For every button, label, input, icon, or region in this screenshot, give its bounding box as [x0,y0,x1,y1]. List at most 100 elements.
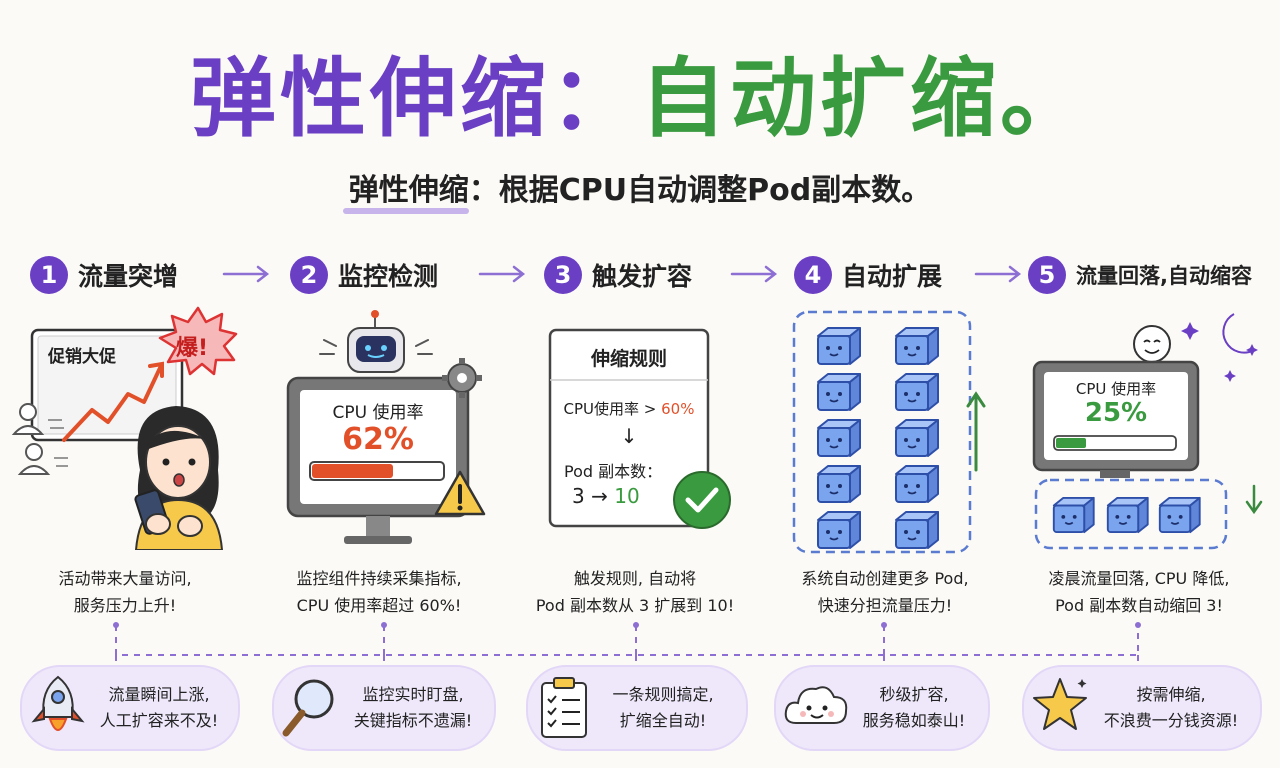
subtitle: 弹性伸缩：根据CPU自动调整Pod副本数。 [0,165,1280,209]
down-arrow-icon: ↓ [620,424,638,448]
step-label: 触发扩容 [592,262,693,291]
description-line: Pod 副本数自动缩回 3! [1055,596,1223,615]
step-number: 2 [290,256,328,294]
cloud-icon [784,686,848,724]
flow-arrow-icon [222,265,270,283]
users-icon [11,403,68,475]
cpu-usage-label: CPU 使用率 [332,403,424,423]
replicas-from: 3 [572,484,585,508]
description-line: Pod 副本数从 3 扩展到 10! [535,596,735,615]
pod-icon [817,419,861,457]
step-5-description: 凌晨流量回落, CPU 降低, Pod 副本数自动缩回 3! [1024,565,1254,619]
step-label: 自动扩展 [842,262,943,291]
benefit-bubble-5: 按需伸缩, 不浪费一分钱资源! [1022,665,1262,751]
flow-arrow-icon [974,265,1022,283]
step-number: 1 [30,256,68,294]
replicas-change: 3 → 10 [572,484,640,508]
pod-group-small [1052,496,1201,534]
step-number: 5 [1028,256,1066,294]
benefit-bubble-3: 一条规则搞定, 扩缩全自动! [526,665,748,751]
panel-scaling-rule: 伸缩规则 CPU使用率 > 60% ↓ Pod 副本数： 3 → 10 [540,300,760,560]
star-icon [1033,678,1087,730]
pod-icon [895,419,939,457]
subtitle-highlight: 弹性伸缩 [348,173,469,208]
bubble-text: 按需伸缩, 不浪费一分钱资源! [1088,682,1254,734]
bubble-line: 流量瞬间上涨, [108,685,210,704]
benefit-bubble-2: 监控实时盯盘, 关键指标不遗漏! [272,665,496,751]
pod-icon [895,327,939,365]
step-1-description: 活动带来大量访问, 服务压力上升! [10,565,240,619]
step-2: 2 监控检测 [290,255,438,295]
bubble-line: 不浪费一分钱资源! [1103,711,1239,730]
cpu-usage-bar-fill [1056,438,1086,448]
bubble-text: 流量瞬间上涨, 人工扩容来不及! [84,682,234,734]
replicas-label: Pod 副本数： [564,462,663,481]
replicas-to: 10 [614,484,640,508]
pod-grid [792,310,986,554]
dashed-connectors [113,622,1141,667]
cpu-usage-label: CPU 使用率 [1075,380,1157,398]
step-label: 流量突增 [78,262,179,291]
pod-icon [817,373,861,411]
step-number: 4 [794,256,832,294]
promo-board-label: 促销大促 [48,347,116,367]
step-3: 3 触发扩容 [544,255,692,295]
surprised-woman-illustration [134,406,224,550]
bubble-line: 按需伸缩, [1136,685,1206,704]
bubble-line: 服务稳如泰山! [862,711,966,730]
step-label: 流量回落,自动缩容 [1076,264,1252,288]
rule-condition: CPU使用率 > 60% [550,398,708,419]
subtitle-rest: ：根据CPU自动调整Pod副本数。 [468,173,932,208]
rule-card-title: 伸缩规则 [590,348,667,370]
panel-traffic-surge: 促销大促 爆! [0,300,250,560]
burst-icon [158,306,238,376]
bubble-text: 秒级扩容, 服务稳如泰山! [846,682,982,734]
pod-icon [817,327,861,365]
title-part-2: 自动扩缩。 [640,49,1090,149]
pod-icon [895,511,939,549]
pod-icon [895,465,939,503]
pod-icon [895,373,939,411]
description-line: 服务压力上升! [73,596,177,615]
flow-arrow-icon [730,265,778,283]
description-line: CPU 使用率超过 60%! [296,596,462,615]
step-label: 监控检测 [338,262,439,291]
pod-group [817,327,939,549]
bubble-line: 扩缩全自动! [619,711,707,730]
description-line: 触发规则, 自动将 [573,569,697,588]
bubble-line: 一条规则搞定, [612,685,714,704]
flow-arrow-icon [478,265,526,283]
description-line: 系统自动创建更多 Pod, [801,569,969,588]
description-line: 监控组件持续采集指标, [296,569,462,588]
burst-label: 爆! [176,336,209,361]
cpu-usage-value: 62% [342,422,414,457]
description-line: 快速分担流量压力! [817,596,953,615]
step-3-description: 触发规则, 自动将 Pod 副本数从 3 扩展到 10! [520,565,750,619]
step-4: 4 自动扩展 [794,255,942,295]
step-2-description: 监控组件持续采集指标, CPU 使用率超过 60%! [264,565,494,619]
clipboard-icon [541,677,587,738]
main-title: 弹性伸缩：自动扩缩。 [0,28,1280,153]
magnifier-icon [282,679,334,737]
description-line: 凌晨流量回落, CPU 降低, [1048,569,1230,588]
cpu-usage-bar-fill [312,464,393,478]
bubble-text: 一条规则搞定, 扩缩全自动! [588,682,738,734]
panel-monitoring: CPU 使用率 62% [270,300,500,560]
pod-icon [817,511,861,549]
bubble-line: 人工扩容来不及! [99,711,219,730]
pod-icon [817,465,861,503]
bubble-line: 监控实时盯盘, [362,685,464,704]
panel-scale-down: CPU 使用率 25% [1020,300,1280,560]
bubble-line: 关键指标不遗漏! [353,711,473,730]
cpu-usage-value: 25% [1084,398,1148,428]
step-4-description: 系统自动创建更多 Pod, 快速分担流量压力! [770,565,1000,619]
bubble-text: 监控实时盯盘, 关键指标不遗漏! [338,682,488,734]
rule-condition-prefix: CPU使用率 > [563,400,662,418]
pod-icon [1106,496,1149,534]
benefit-bubble-4: 秒级扩容, 服务稳如泰山! [774,665,990,751]
replicas-arrow: → [591,484,608,508]
benefit-bubble-1: 流量瞬间上涨, 人工扩容来不及! [20,665,240,751]
step-number: 3 [544,256,582,294]
rule-threshold: 60% [661,400,695,418]
description-line: 活动带来大量访问, [58,569,192,588]
